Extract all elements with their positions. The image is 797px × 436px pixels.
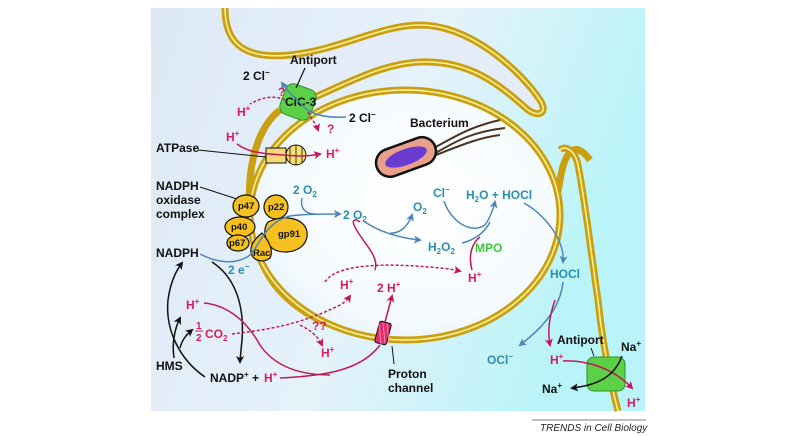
h-atpase-in-label: H+: [226, 129, 240, 144]
mpo-label: MPO: [475, 241, 502, 255]
h2o-hocl-label: H2O + HOCl: [466, 188, 532, 204]
h-nadp-label: H+: [264, 370, 278, 385]
two-o2-label: 2 O2: [293, 183, 317, 199]
rac-subunit: [250, 232, 272, 262]
p22-label: p22: [268, 202, 284, 213]
question-mark-1: ?: [278, 85, 285, 99]
half-denominator: 2: [196, 333, 202, 344]
proton-channel-label-1: Proton: [388, 367, 427, 381]
antiport-bottom-label: Antiport: [557, 333, 604, 347]
na-in-label: Na+: [542, 381, 562, 396]
na-out-label: Na+: [621, 339, 641, 354]
h-inside-label: H+: [340, 277, 354, 292]
hypochlorite-label: OCl−: [487, 352, 513, 367]
clc3-antiporter: [279, 83, 317, 121]
antiport-top-label: Antiport: [290, 53, 337, 67]
cl-in-label: 2 Cl−: [349, 110, 376, 125]
nadph-oxidase-label-1: NADPH: [156, 179, 199, 193]
proton-channel: [374, 320, 392, 346]
proton-channel-label-2: channel: [388, 381, 433, 395]
question-mark-2: ?: [327, 122, 334, 136]
co2-label: CO2: [205, 327, 228, 343]
nadp-label: NADP+ +: [210, 370, 259, 385]
rac-label: Rac: [253, 248, 270, 259]
o2-label: O2: [413, 200, 427, 216]
bacterium-label: Bacterium: [410, 116, 469, 130]
atpase-label: ATPase: [156, 141, 199, 155]
p67-label: p67: [229, 238, 245, 249]
h-antiport-out-label: H+: [627, 395, 641, 410]
h-hms-label: H+: [186, 297, 200, 312]
two-electrons-label: 2 e−: [228, 262, 250, 277]
nadph-oxidase-label-2: oxidase: [156, 193, 201, 207]
superoxide-label: 2 O2: [343, 208, 367, 224]
h-atpase-out-label: H+: [326, 146, 340, 161]
half-numerator: 1: [196, 321, 202, 332]
hms-label: HMS: [156, 359, 183, 373]
h2o2-label: H2O2: [428, 240, 455, 256]
two-h-label: 2 H+: [377, 280, 401, 295]
h-mpo-label: H+: [468, 270, 482, 285]
p47-label: p47: [238, 201, 254, 212]
cl-out-label: 2 Cl−: [243, 68, 270, 83]
h-antiport-in-label: H+: [550, 352, 564, 367]
nadph-label: NADPH: [156, 246, 199, 260]
p47-subunit: [232, 194, 260, 218]
h-cytosol-label: H+: [321, 345, 335, 360]
p40-label: p40: [231, 222, 247, 233]
nadph-oxidase-complex: [224, 194, 308, 262]
gp91-label: gp91: [278, 229, 301, 240]
p67-subunit: [226, 234, 250, 252]
nadph-oxidase-label-3: complex: [156, 207, 205, 221]
hocl-label: HOCl: [550, 267, 580, 281]
figure-credit: TRENDS in Cell Biology: [540, 423, 648, 434]
chloride-label: Cl−: [433, 185, 450, 200]
double-question-mark: ??: [312, 319, 327, 333]
h-clc3-out-label: H+: [237, 104, 251, 119]
bacterium: [374, 119, 506, 179]
clc3-label: ClC-3: [285, 95, 317, 109]
